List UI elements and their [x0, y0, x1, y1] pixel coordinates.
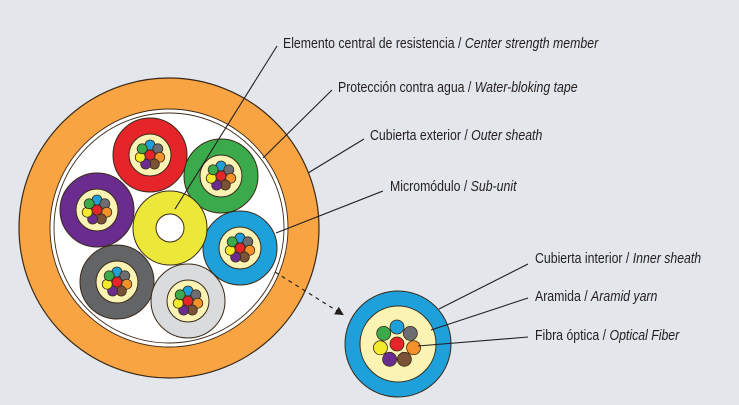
fiber-bundle: [101, 266, 133, 297]
sub-unit-light-gray: [150, 263, 226, 339]
leader-aramid: [430, 297, 529, 331]
fiber-bundle: [224, 232, 256, 263]
label-outer-sheath: Cubierta exterior / Outer sheath: [370, 127, 542, 145]
label-es: Fibra óptica /: [535, 327, 610, 344]
sub-unit-detail: [344, 290, 452, 398]
detail-arrow: [274, 271, 344, 316]
fiber-bundle: [373, 319, 421, 367]
optical-fiber-center: [144, 149, 156, 161]
label-es: Aramida /: [535, 288, 592, 305]
center-member-core: [155, 213, 185, 243]
label-es: Protección contra agua /: [338, 79, 475, 96]
sub-unit-green: [183, 138, 259, 214]
optical-fiber: [103, 270, 115, 282]
optical-fiber: [226, 236, 238, 248]
label-en: Optical Fiber: [609, 327, 680, 344]
label-center-strength-member: Elemento central de resistencia / Center…: [283, 35, 598, 53]
leader-lines: [174, 45, 529, 347]
label-en: Outer sheath: [471, 127, 543, 144]
label-es: Elemento central de resistencia /: [283, 35, 465, 52]
optical-fiber: [382, 351, 398, 367]
label-es: Cubierta exterior /: [370, 127, 472, 144]
optical-fiber-center: [389, 336, 405, 352]
label-es: Cubierta interior /: [535, 250, 633, 267]
center-strength-member: [132, 190, 208, 266]
optical-fiber: [373, 340, 388, 356]
sub-unit-red: [112, 117, 188, 193]
optical-fiber-center: [182, 295, 194, 307]
leader-outer-sheath: [307, 138, 365, 174]
leader-center-member: [174, 45, 278, 210]
leader-inner-sheath: [438, 263, 529, 310]
sub-unit-blue: [202, 210, 278, 286]
label-sub-unit: Micromódulo / Sub-unit: [390, 178, 516, 196]
fiber-bundle: [172, 285, 204, 316]
optical-fiber: [396, 351, 412, 367]
optical-fiber-center: [91, 204, 103, 216]
optical-fiber: [402, 326, 418, 341]
leader-sub-unit: [275, 190, 384, 234]
optical-fiber: [207, 164, 219, 176]
label-en: Center strength member: [464, 35, 599, 52]
label-water-blocking-tape: Protección contra agua / Water-bloking t…: [338, 79, 578, 97]
label-es: Micromódulo /: [390, 178, 471, 195]
leader-water-tape: [262, 89, 333, 159]
sub-unit-dark-gray: [79, 244, 155, 320]
optical-fiber-center: [111, 276, 123, 288]
optical-fiber: [376, 326, 392, 341]
optical-fiber: [83, 198, 95, 210]
optical-fiber: [389, 319, 405, 335]
label-aramid-yarn: Aramida / Aramid yarn: [535, 288, 657, 306]
label-en: Sub-unit: [470, 178, 517, 195]
fiber-bundle: [134, 139, 166, 170]
label-en: Water-bloking tape: [474, 79, 578, 96]
leader-optical-fiber: [417, 336, 529, 347]
label-en: Aramid yarn: [591, 288, 658, 305]
optical-fiber: [136, 143, 148, 155]
optical-fiber: [174, 289, 186, 301]
label-inner-sheath: Cubierta interior / Inner sheath: [535, 250, 701, 268]
fiber-bundle: [205, 160, 237, 191]
optical-fiber-center: [215, 170, 227, 182]
label-en: Inner sheath: [632, 250, 702, 267]
sub-unit-purple: [59, 172, 135, 248]
fiber-bundle: [81, 194, 113, 225]
optical-fiber: [406, 340, 421, 356]
optical-fiber-center: [234, 242, 246, 254]
label-optical-fiber: Fibra óptica / Optical Fiber: [535, 327, 679, 345]
main-cable: [18, 77, 320, 379]
